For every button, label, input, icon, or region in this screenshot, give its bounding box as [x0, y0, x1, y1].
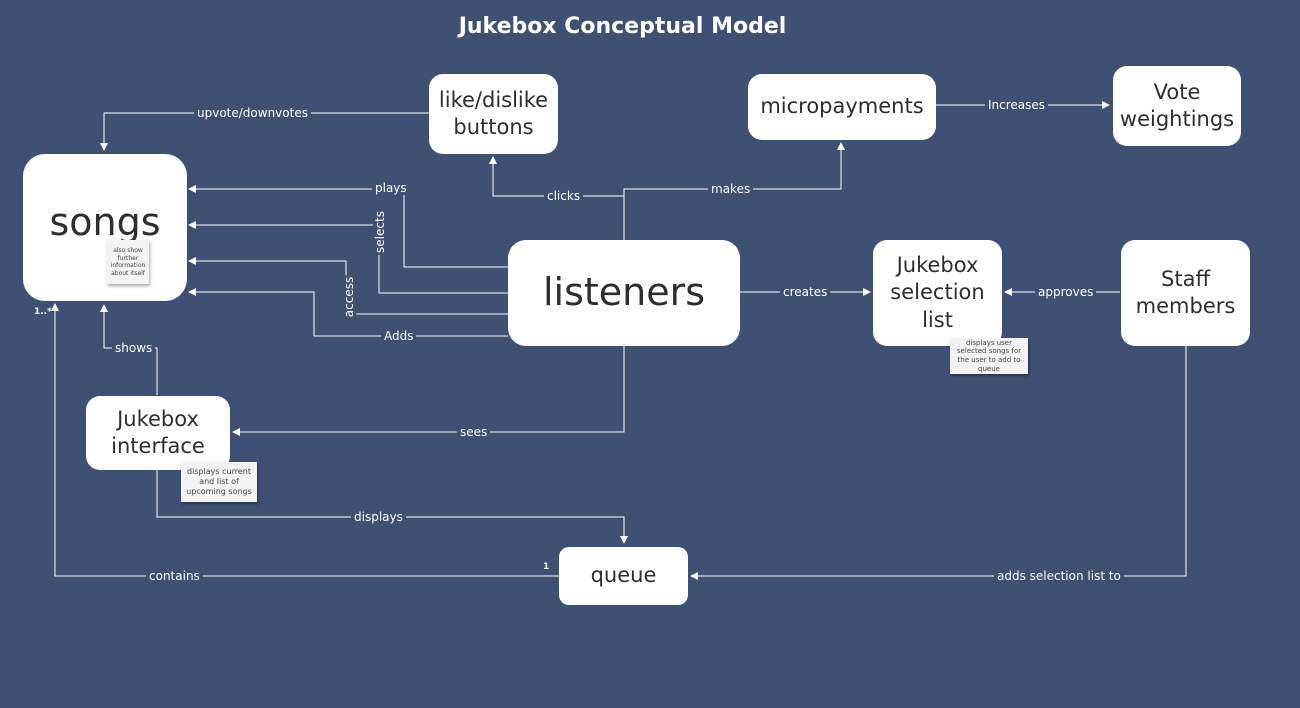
- node-jukebox-interface[interactable]: Jukebox interface: [86, 396, 230, 470]
- label-access: access: [342, 274, 357, 320]
- note-songs: also show further information about itse…: [107, 240, 149, 284]
- node-listeners-label: listeners: [542, 270, 706, 315]
- label-displays: displays: [351, 510, 406, 524]
- node-listeners[interactable]: listeners: [508, 240, 740, 346]
- label-adds-selection: adds selection list to: [994, 569, 1124, 583]
- edge-selects: [188, 221, 508, 294]
- label-approves: approves: [1035, 285, 1097, 299]
- edge-upvote: [100, 112, 430, 151]
- label-adds: Adds: [381, 329, 417, 343]
- label-sees: sees: [457, 425, 491, 439]
- edge-plays: [188, 185, 508, 268]
- label-creates: creates: [780, 285, 831, 299]
- label-plays: plays: [372, 181, 410, 195]
- label-makes: makes: [708, 182, 754, 196]
- node-jukebox-interface-label: Jukebox interface: [111, 406, 205, 458]
- node-staff-members[interactable]: Staff members: [1121, 240, 1250, 346]
- node-songs[interactable]: songs: [23, 154, 187, 301]
- edge-contains: [51, 303, 559, 577]
- label-clicks: clicks: [544, 189, 584, 203]
- multiplicity-songs: 1..*: [34, 307, 52, 317]
- label-upvote: upvote/downvotes: [194, 106, 311, 120]
- node-queue[interactable]: queue: [559, 547, 688, 605]
- node-vote-weightings[interactable]: Vote weightings: [1113, 66, 1241, 146]
- node-selection-list-label: Jukebox selection list: [890, 253, 985, 332]
- node-micropayments-label: micropayments: [760, 94, 924, 119]
- note-selection-list: displays user selected songs for the use…: [950, 338, 1028, 374]
- label-shows: shows: [112, 341, 156, 355]
- edge-sees: [232, 346, 625, 436]
- node-micropayments[interactable]: micropayments: [748, 74, 936, 140]
- label-increases: Increases: [985, 98, 1049, 112]
- node-songs-label: songs: [49, 199, 161, 244]
- node-selection-list[interactable]: Jukebox selection list: [873, 240, 1002, 346]
- note-jukebox-interface: displays current and list of upcoming so…: [181, 462, 257, 502]
- node-vote-weightings-label: Vote weightings: [1119, 79, 1235, 131]
- edge-adds-selection: [690, 346, 1187, 580]
- diagram-title: Jukebox Conceptual Model: [458, 14, 787, 39]
- node-like-dislike-label: like/dislike buttons: [438, 87, 549, 139]
- node-queue-label: queue: [590, 563, 657, 588]
- node-staff-members-label: Staff members: [1135, 266, 1236, 318]
- label-contains: contains: [146, 569, 203, 583]
- multiplicity-queue: 1: [543, 562, 550, 572]
- label-selects: selects: [372, 209, 387, 255]
- node-like-dislike[interactable]: like/dislike buttons: [429, 74, 558, 154]
